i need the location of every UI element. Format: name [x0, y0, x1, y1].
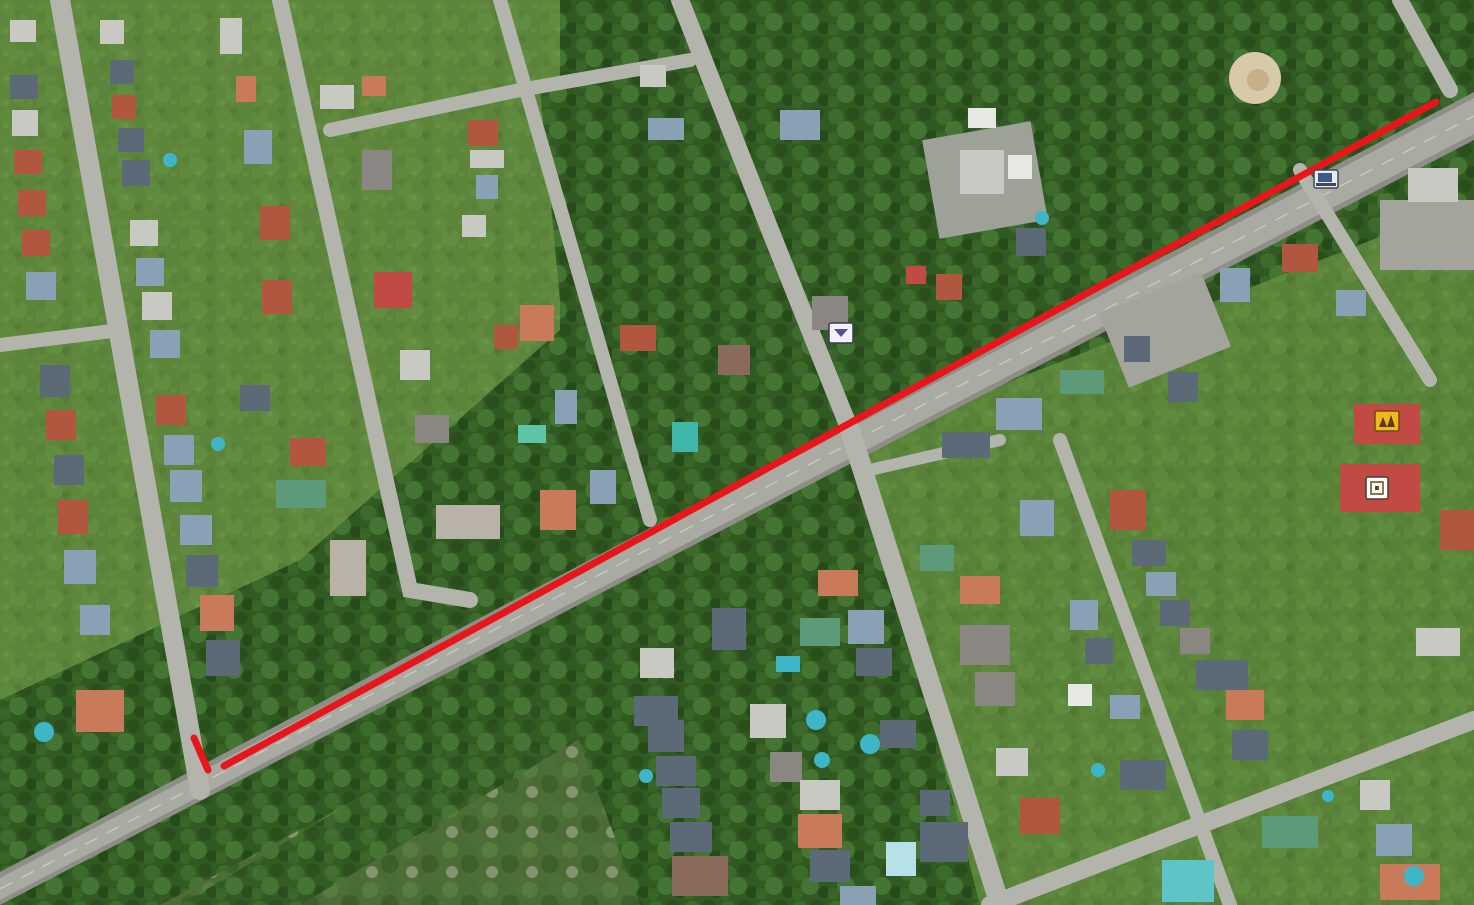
main-highway	[0, 92, 1474, 905]
pools	[34, 153, 1424, 886]
playground-center	[1247, 69, 1269, 91]
parking-lot-corner	[1380, 200, 1474, 270]
square-target-icon[interactable]	[1365, 476, 1389, 500]
pin-shield-icon[interactable]	[828, 322, 854, 344]
lawn-area-east	[860, 200, 1474, 905]
houses-south-center	[634, 570, 968, 905]
houses-north-east	[780, 108, 1458, 330]
houses-west	[10, 18, 366, 732]
highlighted-route[interactable]	[190, 98, 1440, 774]
laptop-icon[interactable]	[1313, 169, 1339, 189]
forest-belt-south	[180, 500, 880, 905]
houses-south-east	[920, 336, 1474, 902]
houses-center	[320, 65, 750, 539]
tourist-attraction-icon[interactable]	[1374, 410, 1400, 432]
